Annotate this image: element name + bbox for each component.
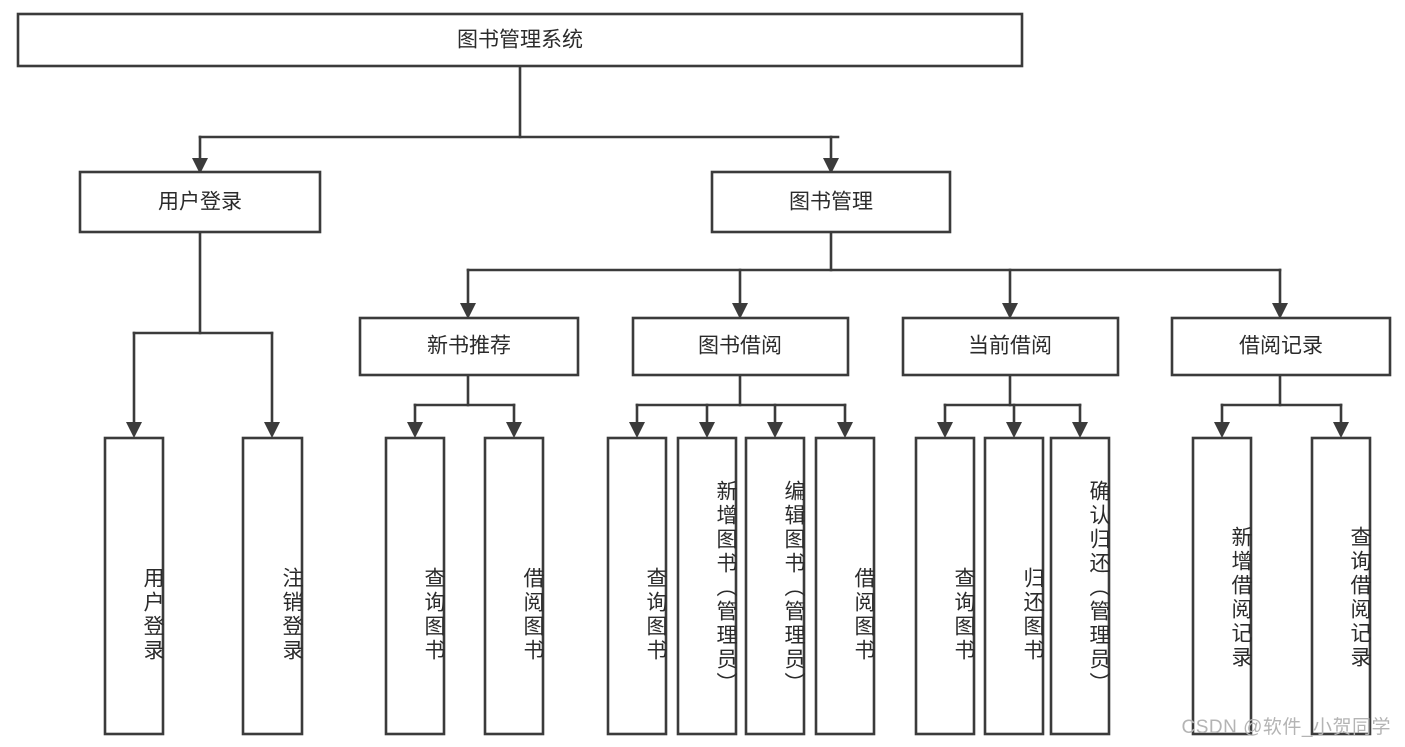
arrow-head-new-book-rec bbox=[460, 303, 476, 319]
node-leaf-rec-query[interactable] bbox=[384, 436, 446, 736]
arrow-head-leaf-bb-add bbox=[699, 422, 715, 438]
node-current-borrow[interactable] bbox=[901, 316, 1120, 377]
node-layer: 图书管理系统 用户登录 图书管理 新书推荐 图书借阅 当前借阅 借阅记录 bbox=[16, 12, 1392, 736]
node-user-login[interactable] bbox=[78, 170, 322, 234]
watermark: CSDN @软件_小贺同学 bbox=[1181, 717, 1391, 738]
arrow-head-book-manage bbox=[823, 158, 839, 174]
node-leaf-bb-edit[interactable] bbox=[744, 436, 806, 736]
arrow-head-borrow-record bbox=[1272, 303, 1288, 319]
arrow-head-leaf-bb-borrow bbox=[837, 422, 853, 438]
node-borrow-record-label: 借阅记录 bbox=[1239, 335, 1323, 358]
node-leaf-rec-borrow[interactable] bbox=[483, 436, 545, 736]
node-leaf-cb-return[interactable] bbox=[983, 436, 1045, 736]
node-leaf-user-login[interactable] bbox=[103, 436, 165, 736]
node-leaf-cb-query[interactable] bbox=[914, 436, 976, 736]
node-current-borrow-label: 当前借阅 bbox=[968, 335, 1052, 358]
arrow-head-leaf-user-login bbox=[126, 422, 142, 438]
arrow-head-leaf-user-logout bbox=[264, 422, 280, 438]
node-root-label: 图书管理系统 bbox=[457, 29, 583, 52]
node-borrow-record[interactable] bbox=[1170, 316, 1392, 377]
node-book-borrow-label: 图书借阅 bbox=[698, 335, 782, 358]
node-leaf-user-logout[interactable] bbox=[241, 436, 304, 736]
node-leaf-br-add[interactable] bbox=[1191, 436, 1253, 736]
connector-layer bbox=[126, 64, 1349, 438]
node-leaf-bb-query[interactable] bbox=[606, 436, 668, 736]
node-book-manage-label: 图书管理 bbox=[789, 191, 873, 214]
node-new-book-rec[interactable] bbox=[358, 316, 580, 377]
arrow-head-leaf-br-query bbox=[1333, 422, 1349, 438]
node-leaf-cb-confirm[interactable] bbox=[1049, 436, 1111, 736]
node-leaf-br-query[interactable] bbox=[1310, 436, 1372, 736]
node-book-borrow[interactable] bbox=[631, 316, 850, 377]
arrow-head-leaf-br-add bbox=[1214, 422, 1230, 438]
node-book-manage[interactable] bbox=[710, 170, 952, 234]
arrow-head-leaf-cb-query bbox=[937, 422, 953, 438]
arrow-head-book-borrow bbox=[732, 303, 748, 319]
arrow-head-leaf-rec-query bbox=[407, 422, 423, 438]
arrow-head-leaf-rec-borrow bbox=[506, 422, 522, 438]
node-new-book-rec-label: 新书推荐 bbox=[427, 335, 511, 358]
arrow-head-leaf-cb-confirm bbox=[1072, 422, 1088, 438]
node-root[interactable] bbox=[16, 12, 1024, 68]
arrow-head-leaf-bb-edit bbox=[767, 422, 783, 438]
node-leaf-bb-add[interactable] bbox=[676, 436, 738, 736]
node-leaf-bb-borrow[interactable] bbox=[814, 436, 876, 736]
arrow-head-user-login bbox=[192, 158, 208, 174]
arrow-head-leaf-cb-return bbox=[1006, 422, 1022, 438]
node-user-login-label: 用户登录 bbox=[158, 191, 242, 214]
arrow-head-current-borrow bbox=[1002, 303, 1018, 319]
arrow-head-leaf-bb-query bbox=[629, 422, 645, 438]
